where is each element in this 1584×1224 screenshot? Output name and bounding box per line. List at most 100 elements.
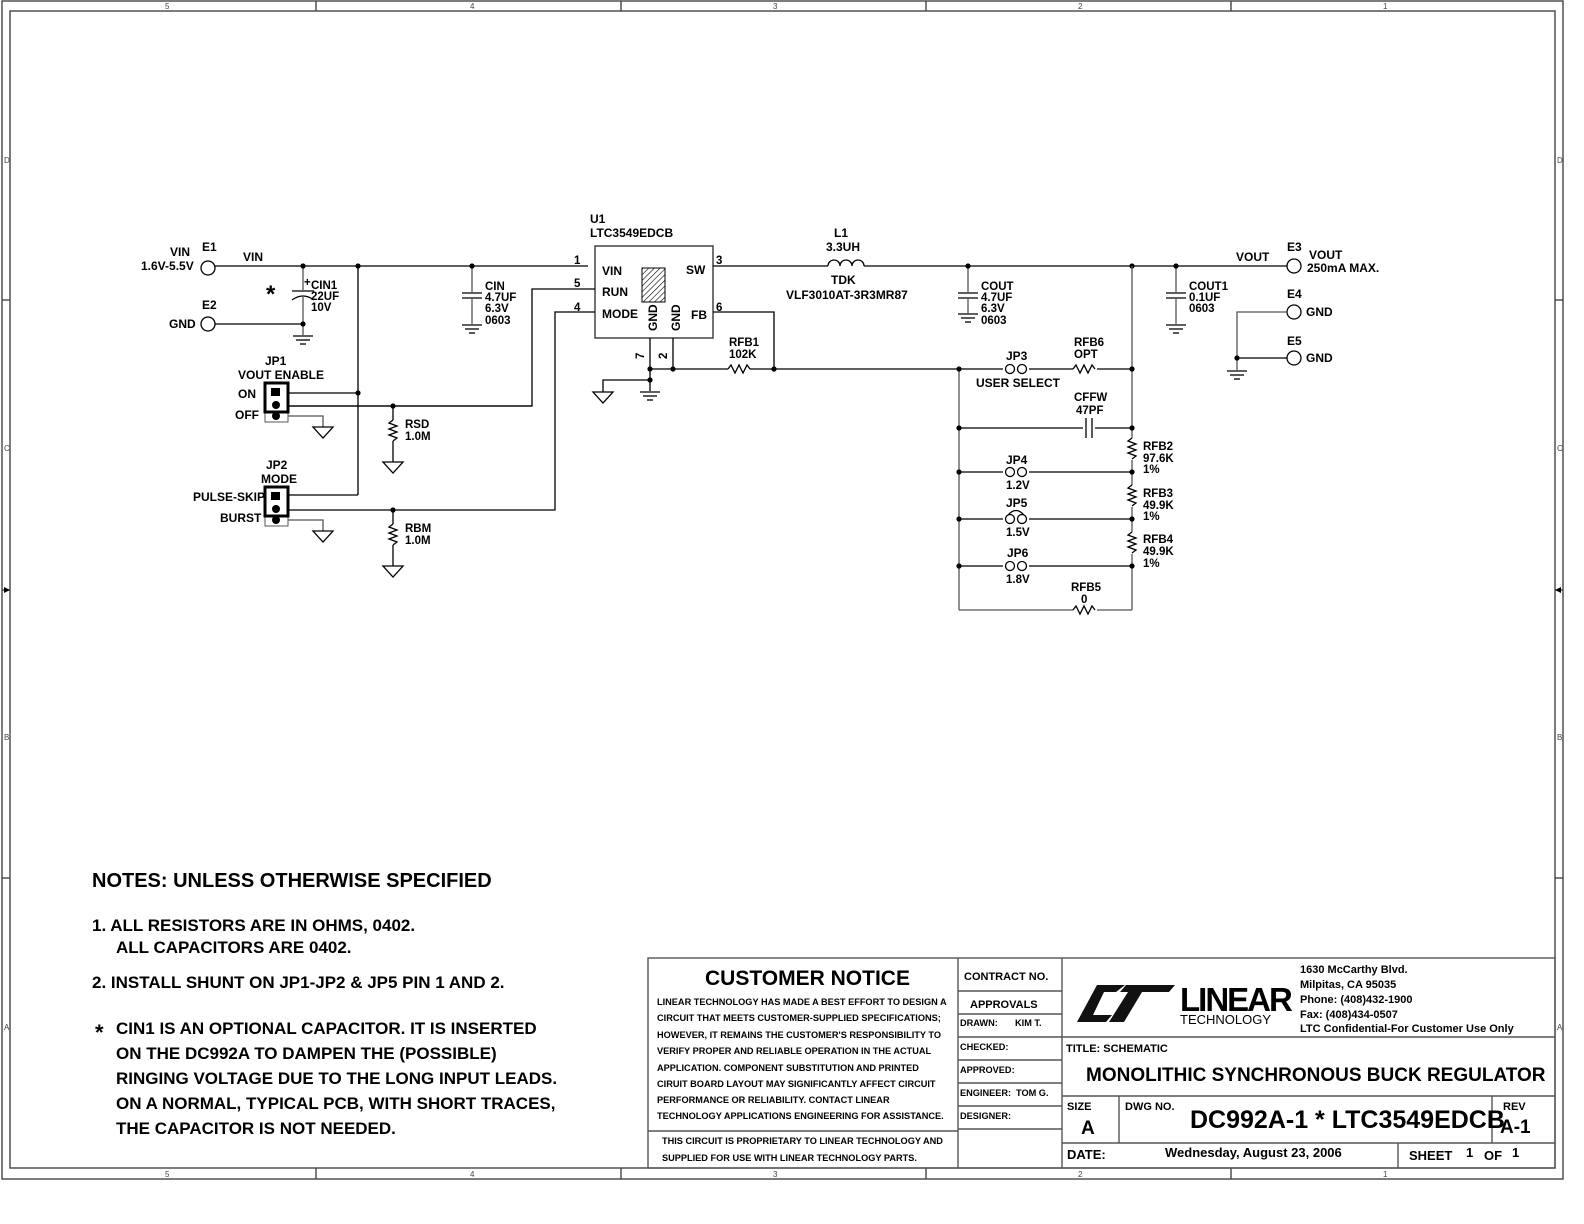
- zone-col-bottom: 2: [1078, 1170, 1083, 1179]
- zone-row-left: A: [4, 1023, 10, 1032]
- rfb2-ref: RFB2: [1143, 441, 1173, 453]
- rfb6-ref: RFB6: [1074, 337, 1104, 349]
- jp5-value: 1.5V: [1006, 527, 1030, 539]
- drawn-label: DRAWN:: [960, 1018, 998, 1028]
- approved-label: APPROVED:: [960, 1065, 1015, 1075]
- logo-subtext: TECHNOLOGY: [1180, 1012, 1271, 1027]
- junction-dot: [647, 366, 653, 372]
- jumper-jp6: JP6 1.8V: [1003, 546, 1030, 586]
- customer-notice-title: CUSTOMER NOTICE: [705, 967, 910, 990]
- jumper-jp4: JP4 1.2V: [1003, 453, 1030, 492]
- terminal-e2-icon: [200, 316, 216, 332]
- customer-notice-line: CIRUIT BOARD LAYOUT MAY SIGNIFICANTLY AF…: [657, 1079, 936, 1089]
- fb-pin-wire: [713, 311, 775, 369]
- resistor-rfb3: RFB3 49.9K 1%: [1125, 484, 1174, 523]
- sheet-label: SHEET: [1409, 1148, 1452, 1163]
- address-line: LTC Confidential-For Customer Use Only: [1300, 1023, 1515, 1035]
- junction-dot: [300, 321, 306, 327]
- cin-ref: CIN: [485, 281, 505, 293]
- rfb4-tol: 1%: [1143, 558, 1160, 570]
- cout-voltage: 6.3V: [981, 303, 1005, 315]
- exposed-pad: [641, 267, 666, 303]
- jumper-jp5: JP5 1.5V: [1003, 496, 1030, 539]
- rev-value: A-1: [1500, 1117, 1531, 1138]
- rsd-ref: RSD: [405, 419, 429, 431]
- note-2: 2. INSTALL SHUNT ON JP1-JP2 & JP5 PIN 1 …: [92, 973, 505, 992]
- resistor-rfb6: RFB6 OPT: [1072, 337, 1104, 376]
- resistor-rfb5: RFB5 0: [1071, 582, 1102, 617]
- e2-ref: E2: [202, 298, 217, 312]
- title-block: CUSTOMER NOTICE LINEAR TECHNOLOGY HAS MA…: [647, 957, 1556, 1169]
- lt-logo-l-icon: [1077, 985, 1125, 1022]
- approvals-label: APPROVALS: [970, 999, 1038, 1011]
- junction-dot: [956, 469, 962, 475]
- l1-ref: L1: [834, 226, 848, 240]
- cin-package: 0603: [485, 315, 511, 327]
- e4-ref: E4: [1287, 287, 1302, 301]
- pin-number: 3: [716, 255, 722, 267]
- jp3-label: USER SELECT: [976, 376, 1061, 390]
- zone-row-right: B: [1557, 733, 1562, 742]
- zone-col-bottom: 4: [470, 1170, 475, 1179]
- zone-row-right: D: [1557, 156, 1563, 165]
- jp6-ref: JP6: [1007, 546, 1029, 560]
- drawing-title: MONOLITHIC SYNCHRONOUS BUCK REGULATOR: [1086, 1065, 1546, 1086]
- jumper-jp3: JP3 USER SELECT: [976, 349, 1061, 390]
- signal-ground-icon: [591, 391, 615, 404]
- note-star-3: RINGING VOLTAGE DUE TO THE LONG INPUT LE…: [116, 1069, 557, 1088]
- jp4-ref: JP4: [1006, 453, 1028, 467]
- junction-dot: [300, 263, 306, 269]
- junction-dot: [670, 366, 676, 372]
- zone-col-top: 4: [470, 2, 475, 11]
- zone-col-top: 3: [773, 2, 778, 11]
- pin-number: 7: [635, 353, 647, 359]
- pin-name: SW: [686, 263, 706, 277]
- zone-row-left: D: [4, 156, 10, 165]
- junction-dot: [956, 563, 962, 569]
- e4-label: GND: [1306, 305, 1333, 319]
- resistor-rbm: RBM 1.0M: [381, 510, 431, 578]
- jp2-pos-burst: BURST: [220, 511, 262, 525]
- proprietary-line: SUPPLIED FOR USE WITH LINEAR TECHNOLOGY …: [662, 1153, 917, 1163]
- jp1-title: VOUT ENABLE: [238, 368, 324, 382]
- cffw-value: 47PF: [1076, 405, 1104, 417]
- address-line: Milpitas, CA 95035: [1300, 979, 1396, 991]
- junction-dot: [469, 263, 475, 269]
- size-value: A: [1081, 1118, 1095, 1139]
- signal-ground-icon: [381, 565, 405, 578]
- u1-ref: U1: [590, 212, 606, 226]
- terminal-e4-icon: [1286, 304, 1302, 320]
- u1-part: LTC3549EDCB: [590, 226, 673, 240]
- note-star-5: THE CAPACITOR IS NOT NEEDED.: [116, 1119, 396, 1138]
- jp5-ref: JP5: [1006, 496, 1028, 510]
- title-label: TITLE: SCHEMATIC: [1066, 1043, 1168, 1055]
- zone-labels: 5 4 3 2 1 5 4 3 2 1 D C B A D C B A: [4, 2, 1563, 1179]
- address-line: 1630 McCarthy Blvd.: [1300, 964, 1408, 976]
- of-label: OF: [1484, 1148, 1502, 1163]
- capacitor-cin: CIN 4.7UF 6.3V 0603: [462, 266, 516, 334]
- cout1-package: 0603: [1189, 303, 1215, 315]
- junction-dot: [1129, 563, 1135, 569]
- customer-notice-line: LINEAR TECHNOLOGY HAS MADE A BEST EFFORT…: [657, 997, 947, 1007]
- pin-number: 6: [716, 302, 722, 314]
- jp2-title: MODE: [261, 472, 297, 486]
- pin-number: 1: [574, 255, 581, 267]
- sheet-total: 1: [1512, 1145, 1519, 1160]
- customer-notice-line: TECHNOLOGY APPLICATIONS ENGINEERING FOR …: [657, 1111, 944, 1121]
- zone-col-bottom: 5: [165, 1170, 170, 1179]
- pin-number: 4: [574, 302, 581, 314]
- resistor-rfb4: RFB4 49.9K 1%: [1125, 531, 1174, 570]
- jp3-ref: JP3: [1006, 349, 1028, 363]
- contract-no-label: CONTRACT NO.: [964, 971, 1048, 983]
- junction-dot: [956, 366, 962, 372]
- zone-col-bottom: 3: [773, 1170, 778, 1179]
- engineer-label: ENGINEER:: [960, 1088, 1011, 1098]
- e1-label: VIN: [170, 245, 190, 259]
- rfb3-ref: RFB3: [1143, 488, 1173, 500]
- rfb1-ref: RFB1: [729, 337, 760, 349]
- rfb5-value: 0: [1081, 594, 1087, 606]
- shunt-icon: [263, 381, 290, 414]
- signal-ground-icon: [311, 426, 335, 439]
- l1-value: 3.3UH: [826, 240, 860, 254]
- note-1a: 1. ALL RESISTORS ARE IN OHMS, 0402.: [92, 916, 415, 935]
